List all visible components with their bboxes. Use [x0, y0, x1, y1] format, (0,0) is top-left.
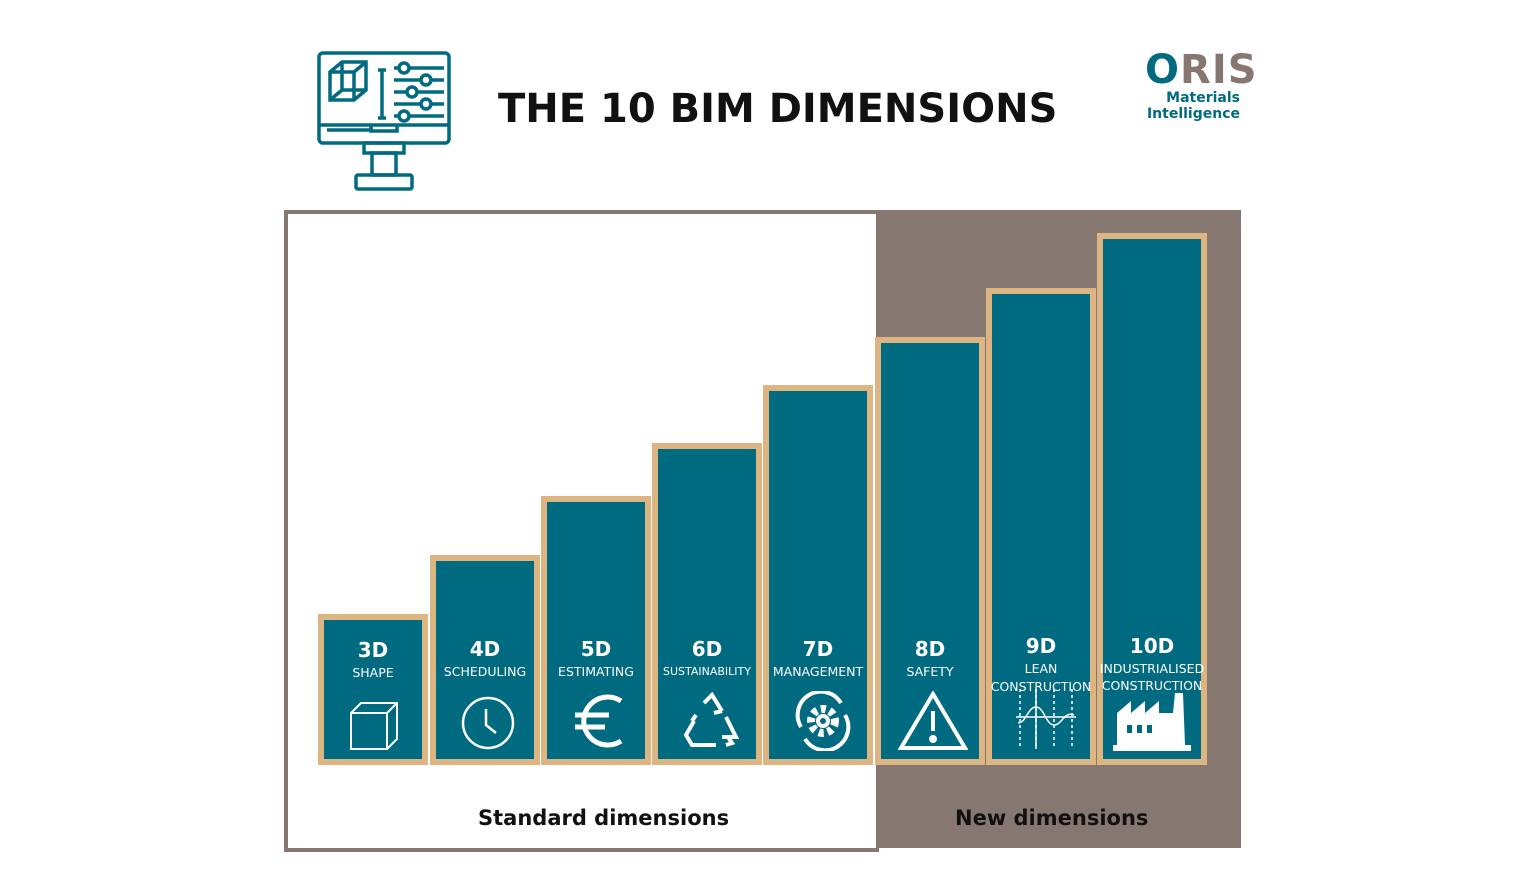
standard-dimensions-label: Standard dimensions — [478, 806, 730, 830]
logo-wordmark: ORIS — [1145, 47, 1258, 93]
logo-sub2: Intelligence — [1146, 106, 1240, 122]
oris-logo: ORIS Materials Intelligence — [1145, 47, 1258, 122]
logo-sub1: Materials — [1166, 90, 1240, 106]
warning-icon — [898, 691, 968, 750]
dimension-4d: 4D SCHEDULING — [430, 555, 540, 765]
dimension-name: SCHEDULING — [443, 664, 527, 679]
dimension-code: 5D — [580, 637, 612, 661]
dimension-name-line1: INDUSTRIALISED — [1099, 661, 1205, 676]
new-dimensions-label: New dimensions — [955, 806, 1149, 830]
dimension-6d: 6D SUSTAINABILITY — [652, 443, 762, 765]
dimension-10d: 10D INDUSTRIALISED CONSTRUCTION — [1097, 233, 1207, 765]
recycle-icon — [683, 691, 740, 747]
dimension-7d: 7D MANAGEMENT — [763, 385, 873, 765]
euro-icon — [575, 694, 623, 748]
dimension-8d: 8D SAFETY — [875, 337, 985, 765]
dimension-code: 10D — [1129, 634, 1175, 658]
factory-icon — [1113, 693, 1191, 751]
dimension-name: MANAGEMENT — [772, 664, 864, 679]
dimension-9d: 9D LEAN CONSTRUCTION — [986, 288, 1096, 765]
clock-icon — [461, 696, 515, 750]
page-title: THE 10 BIM DIMENSIONS — [498, 86, 1058, 132]
dimension-code: 6D — [691, 637, 723, 661]
dimension-name: SAFETY — [906, 664, 954, 679]
dimension-name: SUSTAINABILITY — [662, 665, 751, 678]
dimension-5d: 5D ESTIMATING — [541, 496, 651, 765]
gear-cycle-icon — [795, 691, 851, 751]
dimension-code: 3D — [357, 638, 389, 662]
wave-graph-icon — [1016, 689, 1076, 749]
dimension-code: 4D — [469, 637, 501, 661]
dimension-code: 9D — [1025, 634, 1057, 658]
dimension-code: 7D — [802, 637, 834, 661]
dimension-name: SHAPE — [352, 665, 394, 680]
dimension-3d: 3D SHAPE — [318, 614, 428, 765]
dimension-name: ESTIMATING — [558, 664, 634, 679]
dimension-name-line2: CONSTRUCTION — [1101, 678, 1203, 693]
cube-icon — [350, 702, 398, 750]
dimension-name-line2: CONSTRUCTION — [990, 679, 1092, 694]
bim-monitor-icon — [317, 51, 451, 191]
dimension-code: 8D — [914, 637, 946, 661]
dimension-name-line1: LEAN — [1024, 661, 1058, 676]
